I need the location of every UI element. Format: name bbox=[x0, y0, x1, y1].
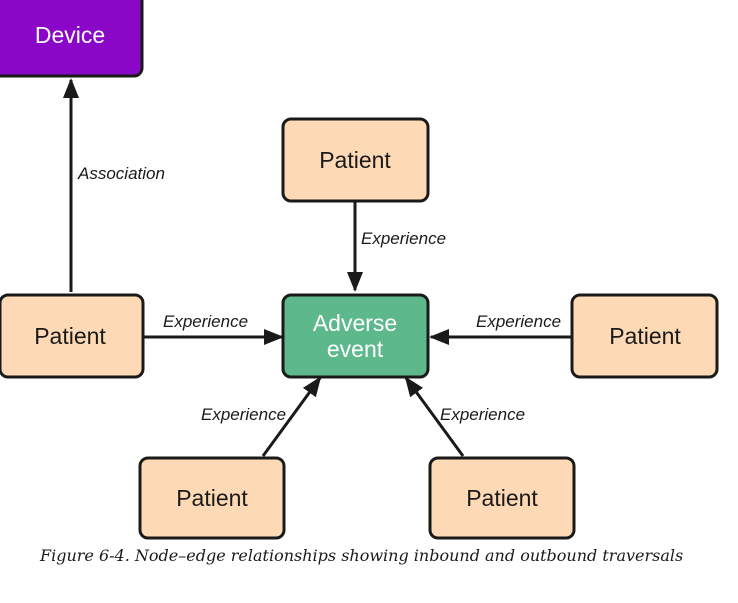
edge-label-experience-left: Experience bbox=[163, 312, 248, 331]
node-patient-top-label: Patient bbox=[319, 147, 391, 173]
node-patient-left-box bbox=[0, 293, 145, 379]
node-patient-top: Patient bbox=[281, 117, 430, 203]
node-adverse-event-label-line2: event bbox=[327, 336, 384, 362]
node-patient-left-label: Patient bbox=[34, 323, 106, 349]
node-patient-left: Patient bbox=[0, 293, 145, 379]
edge-label-experience-bottom-right: Experience bbox=[440, 405, 525, 424]
edge-experience-bottom-left bbox=[261, 376, 322, 457]
node-patient-bottom-left-box bbox=[138, 456, 286, 540]
node-patient-right-box bbox=[570, 293, 719, 379]
node-patient-bottom-right-box bbox=[428, 456, 576, 540]
node-device-box bbox=[0, 0, 144, 78]
figure-caption: Figure 6-4. Node–edge relationships show… bbox=[40, 546, 684, 565]
node-patient-bottom-left: Patient bbox=[138, 456, 286, 540]
node-patient-right-label: Patient bbox=[609, 323, 681, 349]
node-patient-bottom-right: Patient bbox=[428, 456, 576, 540]
node-patient-right: Patient bbox=[570, 293, 719, 379]
edge-label-experience-right: Experience bbox=[476, 312, 561, 331]
edge-label-association: Association bbox=[77, 164, 165, 183]
node-adverse-event: Adverse event bbox=[281, 293, 430, 379]
node-patient-top-box bbox=[281, 117, 430, 203]
node-patient-bottom-left-label: Patient bbox=[176, 485, 248, 511]
edge-label-experience-top: Experience bbox=[361, 229, 446, 248]
edges bbox=[63, 78, 572, 457]
node-device: Device bbox=[0, 0, 144, 78]
node-adverse-event-label-line1: Adverse bbox=[313, 310, 397, 336]
node-device-label: Device bbox=[35, 22, 105, 48]
edge-experience-bottom-right bbox=[404, 376, 465, 457]
node-adverse-event-box bbox=[281, 293, 430, 379]
node-patient-bottom-right-label: Patient bbox=[466, 485, 538, 511]
edge-label-experience-bottom-left: Experience bbox=[201, 405, 286, 424]
